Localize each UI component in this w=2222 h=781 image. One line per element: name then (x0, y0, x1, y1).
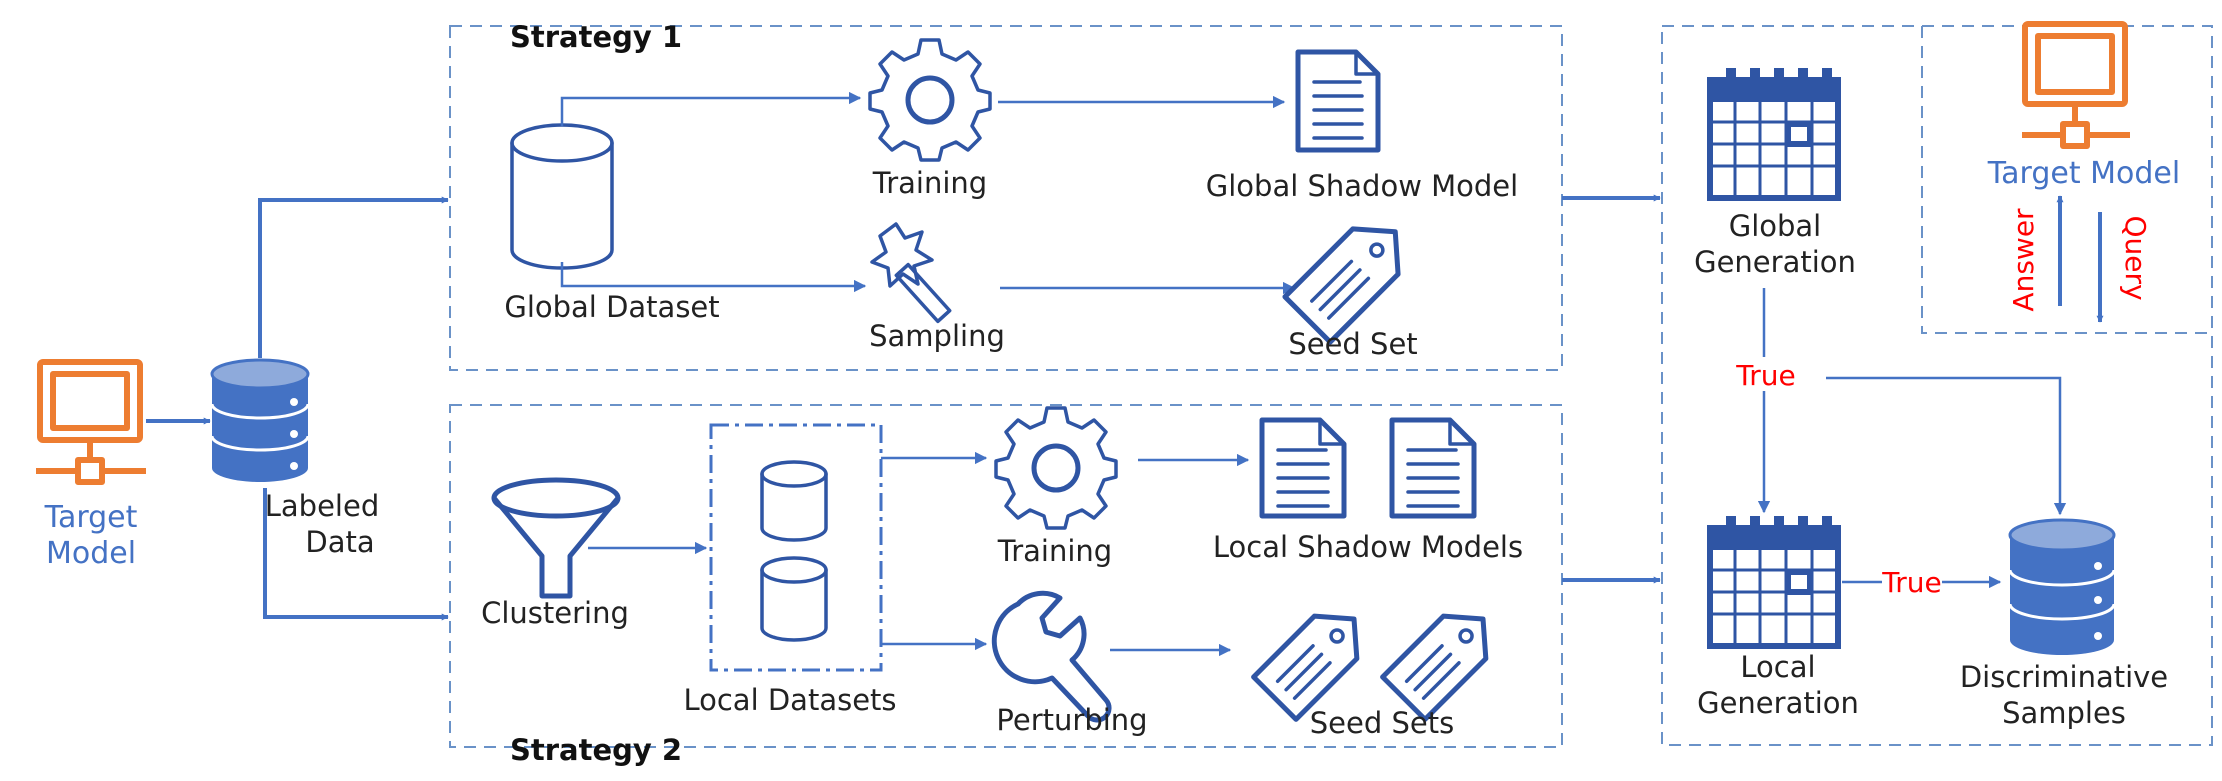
tag-icon (1251, 613, 1360, 722)
global-dataset-cylinder-icon (510, 123, 614, 270)
target-model-left-line2: Model (46, 536, 136, 571)
true-bottom-label: True (1881, 566, 1941, 599)
clustering-label: Clustering (481, 596, 629, 630)
global-generation-line1: Global (1729, 209, 1822, 243)
calendar-icon (1707, 68, 1841, 201)
strategy1-title: Strategy 1 (510, 20, 682, 54)
target-model-left-line1: Target (44, 500, 138, 535)
arrow-true-to-discriminative (1826, 376, 2067, 516)
global-shadow-model-label: Global Shadow Model (1206, 169, 1518, 203)
local-generation-line2: Generation (1697, 686, 1859, 720)
local-datasets-box (709, 423, 883, 672)
discriminative-samples-line1: Discriminative (1960, 660, 2168, 694)
arrow-db-to-strategy2 (263, 488, 449, 621)
monitor-icon (36, 359, 146, 485)
database-icon (2008, 518, 2116, 655)
strategy2-title: Strategy 2 (510, 733, 682, 767)
global-dataset-label: Global Dataset (504, 290, 719, 324)
seed-set-label: Seed Set (1288, 327, 1417, 361)
strategy2-frame (449, 404, 1563, 748)
calendar-icon (1707, 516, 1841, 649)
database-icon (210, 358, 310, 482)
arrow-dataset-to-training (560, 91, 862, 126)
training-top-label: Training (872, 166, 987, 200)
target-model-frame (1922, 25, 2213, 333)
local-generation-line1: Local (1740, 650, 1815, 684)
local-shadow-models-label: Local Shadow Models (1213, 530, 1523, 564)
true-top-label: True (1735, 359, 1795, 392)
global-generation-line2: Generation (1694, 245, 1856, 279)
labeled-data-line2: Data (305, 525, 374, 559)
target-model-right-label: Target Model (1987, 156, 2180, 191)
arrow-dataset-to-sampling (560, 262, 867, 293)
training-bottom-label: Training (997, 534, 1112, 568)
perturbing-label: Perturbing (996, 703, 1147, 737)
local-dataset-cylinder-icon (760, 460, 828, 542)
magic-wand-icon (870, 222, 952, 324)
seed-sets-label: Seed Sets (1310, 706, 1454, 740)
wrench-icon (991, 590, 1112, 723)
answer-label: Answer (2007, 208, 2040, 312)
tag-icon (1282, 226, 1401, 345)
document-icon (1295, 49, 1381, 153)
discriminative-samples-line2: Samples (2002, 696, 2126, 730)
labeled-data-line1: Labeled (265, 489, 380, 523)
tag-icon (1380, 613, 1489, 722)
gear-icon (994, 406, 1118, 530)
monitor-icon (2022, 21, 2130, 149)
document-icon (1259, 417, 1347, 519)
arrow-db-to-strategy1 (258, 196, 449, 358)
gear-icon (868, 38, 992, 162)
query-label: Query (2119, 215, 2152, 300)
document-icon (1389, 417, 1477, 519)
funnel-icon (491, 477, 621, 599)
local-dataset-cylinder-icon (760, 556, 828, 642)
local-datasets-label: Local Datasets (683, 683, 896, 717)
sampling-label: Sampling (869, 319, 1005, 353)
